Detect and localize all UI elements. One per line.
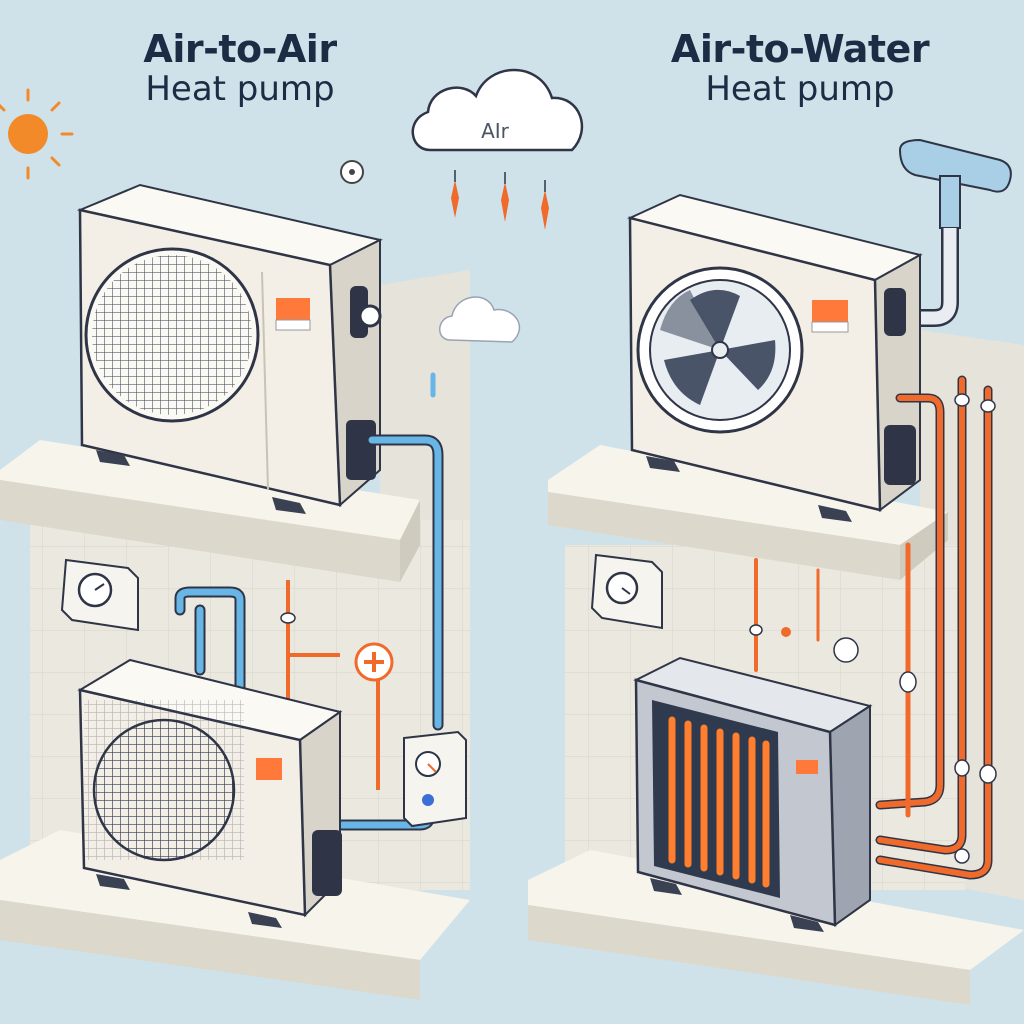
cloud-label: AIr xyxy=(481,119,510,143)
cloud-icon: AIr xyxy=(411,68,584,152)
water-inlet-pipe xyxy=(898,138,1012,327)
title-air-to-water-line2: Heat pump xyxy=(705,68,895,109)
air-to-air-indoor-unit-lower xyxy=(77,658,343,928)
thermostat-right-icon xyxy=(590,553,663,630)
title-air-to-water-line1: Air-to-Water xyxy=(670,27,930,71)
title-air-to-water: Air-to-Water Heat pump xyxy=(640,27,960,109)
small-gauge-icon xyxy=(340,160,364,184)
title-air-to-air: Air-to-Air Heat pump xyxy=(90,27,390,109)
pipe-valves xyxy=(749,393,997,864)
hot-pipe-left xyxy=(280,580,380,790)
title-air-to-air-line1: Air-to-Air xyxy=(143,27,337,71)
heat-exchanger-coils xyxy=(668,716,770,888)
title-air-to-air-line2: Heat pump xyxy=(145,68,335,109)
left-top-shelf xyxy=(0,440,420,582)
small-cloud-icon xyxy=(439,296,521,343)
hot-water-pipes xyxy=(754,375,993,880)
sun-icon xyxy=(0,88,74,180)
air-to-water-outdoor-unit xyxy=(627,193,923,522)
air-to-air-outdoor-unit-upper xyxy=(76,183,383,514)
air-to-water-indoor-unit xyxy=(633,656,873,932)
heat-drips xyxy=(451,170,549,230)
plus-icon xyxy=(354,642,394,682)
thermostat-icon xyxy=(60,558,139,632)
control-box xyxy=(403,730,467,828)
